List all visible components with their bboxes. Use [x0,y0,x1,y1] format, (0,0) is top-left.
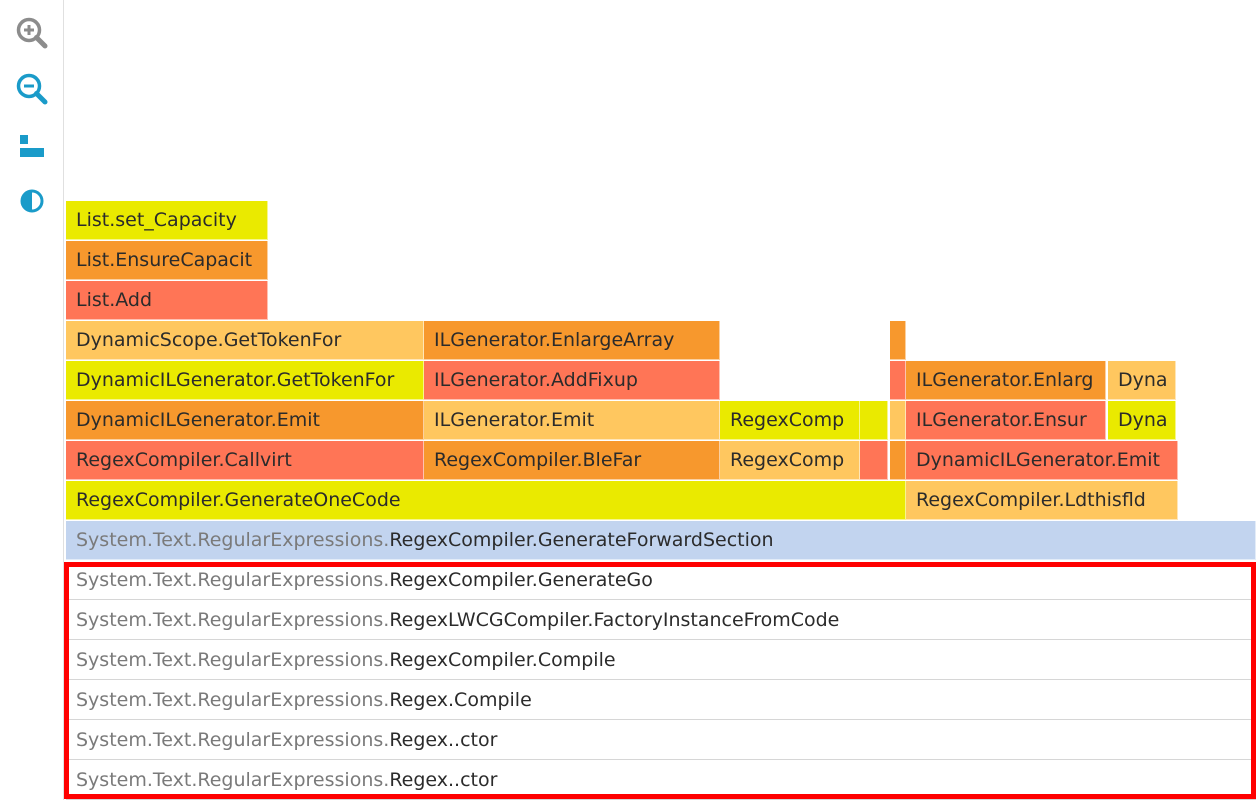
zoom-in-icon [16,17,48,49]
flame-frame[interactable]: System.Text.RegularExpressions.RegexComp… [66,561,1256,600]
flame-frame[interactable] [860,401,888,440]
flame-frame[interactable]: RegexCompiler.Callvirt [66,441,424,480]
frame-namespace: System.Text.RegularExpressions. [76,689,390,711]
frame-label: ILGenerator.Enlarg [916,369,1094,391]
flame-frame[interactable]: DynamicILGenerator.Emit [906,441,1178,480]
flame-frame[interactable]: RegexComp [720,401,860,440]
flame-frame[interactable]: System.Text.RegularExpressions.Regex..ct… [66,721,1256,760]
zoom-in-button[interactable] [12,13,52,53]
frame-namespace: System.Text.RegularExpressions. [76,609,390,631]
flame-frame[interactable]: ILGenerator.EnlargeArray [424,321,720,360]
frame-label: DynamicILGenerator.Emit [76,409,321,431]
frame-label: RegexComp [730,409,845,431]
flame-frame[interactable]: Dyna [1108,361,1176,400]
frame-label: RegexCompiler.Callvirt [76,449,292,471]
frame-label: RegexCompiler.GenerateGo [389,569,653,591]
flame-frame[interactable]: RegexCompiler.GenerateOneCode [66,481,906,520]
frame-namespace: System.Text.RegularExpressions. [76,769,390,791]
zoom-out-icon [16,73,48,105]
flame-frame[interactable]: ILGenerator.AddFixup [424,361,720,400]
frame-label: ILGenerator.AddFixup [434,369,638,391]
flame-frame[interactable]: RegexCompiler.Ldthisfld [906,481,1178,520]
flame-frame[interactable]: ILGenerator.Enlarg [906,361,1106,400]
flame-frame[interactable]: List.set_Capacity [66,201,268,240]
flame-frame[interactable]: List.EnsureCapacit [66,241,268,280]
frame-label: RegexCompiler.GenerateOneCode [76,489,401,511]
flame-frame[interactable] [890,401,906,440]
flame-frame[interactable]: System.Text.RegularExpressions.Regex..ct… [66,761,1256,800]
frame-label: List.set_Capacity [76,209,237,231]
flame-frame[interactable]: ILGenerator.Ensur [906,401,1106,440]
flame-frame[interactable] [860,441,888,480]
frame-label: ILGenerator.Ensur [916,409,1087,431]
frame-label: List.EnsureCapacit [76,249,253,271]
frame-label: List.Add [76,289,153,311]
flame-frame[interactable] [890,361,906,400]
flame-frame[interactable] [890,441,906,480]
flame-frame[interactable]: DynamicILGenerator.Emit [66,401,424,440]
color-mode-button[interactable] [12,181,52,221]
flame-frame[interactable] [890,321,906,360]
frame-label: RegexCompiler.BleFar [434,449,642,471]
flame-frame[interactable]: System.Text.RegularExpressions.Regex.Com… [66,681,1256,720]
frame-namespace: System.Text.RegularExpressions. [76,569,390,591]
flame-frame[interactable]: RegexCompiler.BleFar [424,441,720,480]
frame-label: RegexCompiler.GenerateForwardSection [389,529,774,551]
frame-label: Dyna [1118,409,1168,431]
frame-label: ILGenerator.Emit [434,409,595,431]
frame-label: Dyna [1118,369,1168,391]
flame-frame[interactable]: List.Add [66,281,268,320]
flame-frame[interactable]: DynamicILGenerator.GetTokenFor [66,361,424,400]
frame-label: DynamicScope.GetTokenFor [76,329,342,351]
zoom-out-button[interactable] [12,69,52,109]
frame-label: ILGenerator.EnlargeArray [434,329,675,351]
flame-frame[interactable]: System.Text.RegularExpressions.RegexComp… [66,641,1256,680]
flame-direction-icon [20,135,44,157]
flame-frame[interactable]: DynamicScope.GetTokenFor [66,321,424,360]
frame-label: RegexCompiler.Compile [389,649,616,671]
contrast-icon [20,189,44,213]
frame-label: RegexLWCGCompiler.FactoryInstanceFromCod… [389,609,840,631]
frame-label: DynamicILGenerator.Emit [916,449,1161,471]
flame-frame[interactable]: RegexComp [720,441,860,480]
frame-namespace: System.Text.RegularExpressions. [76,529,390,551]
frame-label: DynamicILGenerator.GetTokenFor [76,369,395,391]
flamegraph-toolbar [0,0,64,800]
invert-layout-button[interactable] [12,125,52,165]
flame-frame[interactable]: System.Text.RegularExpressions.RegexLWCG… [66,601,1256,640]
frame-label: Regex.Compile [389,689,532,711]
frame-label: Regex..ctor [389,769,498,791]
flame-frame[interactable]: Dyna [1108,401,1176,440]
frame-label: RegexComp [730,449,845,471]
flame-frame[interactable]: System.Text.RegularExpressions.RegexComp… [66,521,1256,560]
frame-namespace: System.Text.RegularExpressions. [76,649,390,671]
frame-label: RegexCompiler.Ldthisfld [916,489,1146,511]
frame-namespace: System.Text.RegularExpressions. [76,729,390,751]
frame-label: Regex..ctor [389,729,498,751]
flame-frame[interactable]: ILGenerator.Emit [424,401,720,440]
